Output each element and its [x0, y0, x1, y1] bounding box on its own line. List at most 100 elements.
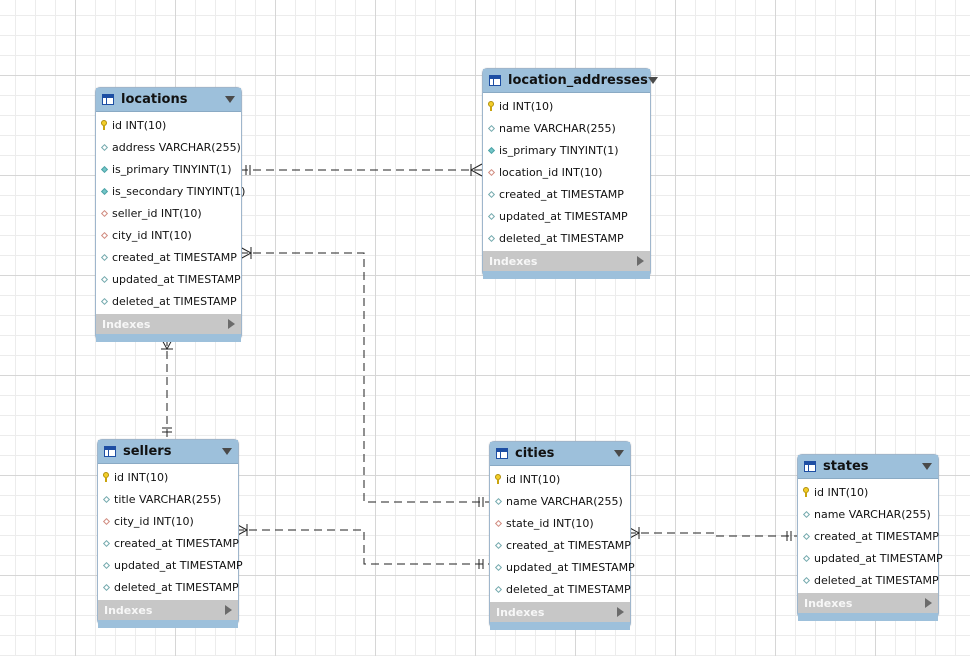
table-column-row[interactable]: updated_at TIMESTAMP: [798, 547, 943, 569]
column-label: state_id INT(10): [506, 516, 594, 530]
collapse-arrow-icon[interactable]: [222, 448, 232, 455]
column-label: deleted_at TIMESTAMP: [112, 294, 237, 308]
table-header[interactable]: cities: [490, 442, 630, 466]
table-column-row[interactable]: address VARCHAR(255): [96, 136, 241, 158]
relationship-cities-sellers: [236, 529, 489, 565]
column-list: id INT(10)name VARCHAR(255) state_id INT(…: [490, 466, 635, 602]
collapse-arrow-icon[interactable]: [922, 463, 932, 470]
expand-arrow-icon[interactable]: [925, 598, 932, 608]
column-diamond-icon: [487, 190, 496, 199]
foreign-key-icon: [494, 519, 503, 528]
table-footer: [96, 334, 241, 342]
column-diamond-icon: [494, 585, 503, 594]
column-label: name VARCHAR(255): [499, 121, 616, 135]
column-label: is_primary TINYINT(1): [499, 143, 619, 157]
indexes-label: Indexes: [496, 605, 545, 619]
collapse-arrow-icon[interactable]: [647, 77, 658, 84]
table-column-row[interactable]: is_primary TINYINT(1): [483, 139, 650, 161]
table-column-row[interactable]: created_at TIMESTAMP: [483, 183, 650, 205]
table-column-row[interactable]: created_at TIMESTAMP: [98, 532, 239, 554]
column-label: address VARCHAR(255): [112, 140, 241, 154]
table-sellers[interactable]: sellers id INT(10) title VARCHAR(255) city…: [97, 439, 243, 628]
table-column-row[interactable]: deleted_at TIMESTAMP: [96, 290, 241, 312]
column-label: deleted_at TIMESTAMP: [814, 573, 939, 587]
table-column-row[interactable]: deleted_at TIMESTAMP: [98, 576, 239, 598]
expand-arrow-icon[interactable]: [617, 607, 624, 617]
collapse-arrow-icon[interactable]: [614, 450, 624, 457]
column-diamond-icon: [100, 297, 109, 306]
column-diamond-icon: [802, 532, 811, 541]
column-label: title VARCHAR(255): [114, 492, 222, 506]
column-list: id INT(10) name VARCHAR(255) is_primary TI…: [483, 93, 650, 251]
column-diamond-icon: [494, 563, 503, 572]
table-icon: [104, 446, 116, 457]
table-column-row[interactable]: updated_at TIMESTAMP: [490, 556, 635, 578]
column-diamond-icon: [102, 495, 111, 504]
one-marker: [478, 559, 484, 569]
table-column-row[interactable]: name VARCHAR(255): [490, 490, 630, 512]
table-column-row[interactable]: id INT(10): [483, 95, 650, 117]
table-column-row[interactable]: id INT(10): [490, 468, 630, 490]
table-column-row[interactable]: updated_at TIMESTAMP: [98, 554, 243, 576]
column-label: seller_id INT(10): [112, 206, 202, 220]
column-label: updated_at TIMESTAMP: [506, 560, 635, 574]
column-label: id INT(10): [112, 118, 167, 132]
indexes-section[interactable]: Indexes: [483, 251, 650, 271]
not-null-column-icon: [100, 165, 109, 174]
table-column-row[interactable]: created_at TIMESTAMP: [96, 246, 241, 268]
table-locations[interactable]: locations id INT(10) address VARCHAR(255)…: [95, 87, 245, 342]
table-column-row[interactable]: city_id INT(10): [98, 510, 238, 532]
table-column-row[interactable]: created_at TIMESTAMP: [490, 534, 631, 556]
table-column-row[interactable]: seller_id INT(10): [96, 202, 241, 224]
table-cities[interactable]: cities id INT(10)name VARCHAR(255) state_…: [489, 441, 635, 630]
column-label: deleted_at TIMESTAMP: [506, 582, 631, 596]
not-null-column-icon: [487, 146, 496, 155]
table-column-row[interactable]: deleted_at TIMESTAMP: [490, 578, 631, 600]
table-footer: [483, 271, 650, 279]
column-diamond-icon: [100, 275, 109, 284]
table-header[interactable]: sellers: [98, 440, 238, 464]
indexes-section[interactable]: Indexes: [96, 314, 241, 334]
primary-key-icon: [100, 120, 109, 130]
column-label: updated_at TIMESTAMP: [499, 209, 628, 223]
table-header[interactable]: locations: [96, 88, 241, 112]
foreign-key-icon: [102, 517, 111, 526]
table-column-row[interactable]: location_id INT(10): [483, 161, 650, 183]
table-column-row[interactable]: id INT(10): [798, 481, 938, 503]
table-column-row[interactable]: state_id INT(10): [490, 512, 630, 534]
column-label: created_at TIMESTAMP: [112, 250, 237, 264]
table-column-row[interactable]: title VARCHAR(255): [98, 488, 238, 510]
expand-arrow-icon[interactable]: [225, 605, 232, 615]
table-column-row[interactable]: is_primary TINYINT(1): [96, 158, 241, 180]
indexes-section[interactable]: Indexes: [798, 593, 938, 613]
many-marker: [239, 246, 253, 260]
table-column-row[interactable]: is_secondary TINYINT(1): [96, 180, 245, 202]
table-states[interactable]: states id INT(10)name VARCHAR(255)create…: [797, 454, 943, 621]
table-column-row[interactable]: name VARCHAR(255): [798, 503, 938, 525]
indexes-section[interactable]: Indexes: [490, 602, 630, 622]
table-header[interactable]: states: [798, 455, 938, 479]
table-header[interactable]: location_addresses: [483, 69, 658, 93]
indexes-section[interactable]: Indexes: [98, 600, 238, 620]
indexes-label: Indexes: [104, 603, 153, 617]
expand-arrow-icon[interactable]: [228, 319, 235, 329]
table-icon: [102, 94, 114, 105]
table-column-row[interactable]: deleted_at TIMESTAMP: [483, 227, 650, 249]
table-name: sellers: [123, 444, 172, 459]
table-footer: [98, 620, 238, 628]
column-label: city_id INT(10): [112, 228, 192, 242]
table-column-row[interactable]: name VARCHAR(255): [483, 117, 650, 139]
expand-arrow-icon[interactable]: [637, 256, 644, 266]
table-column-row[interactable]: city_id INT(10): [96, 224, 241, 246]
table-column-row[interactable]: id INT(10): [98, 466, 238, 488]
table-column-row[interactable]: created_at TIMESTAMP: [798, 525, 939, 547]
table-column-row[interactable]: deleted_at TIMESTAMP: [798, 569, 939, 591]
column-diamond-icon: [102, 583, 111, 592]
table-column-row[interactable]: id INT(10): [96, 114, 241, 136]
foreign-key-icon: [487, 168, 496, 177]
table-column-row[interactable]: updated_at TIMESTAMP: [96, 268, 241, 290]
many-marker: [235, 523, 249, 537]
table-location-addresses[interactable]: location_addresses id INT(10) name VARCHA…: [482, 68, 658, 279]
table-column-row[interactable]: updated_at TIMESTAMP: [483, 205, 650, 227]
collapse-arrow-icon[interactable]: [225, 96, 235, 103]
